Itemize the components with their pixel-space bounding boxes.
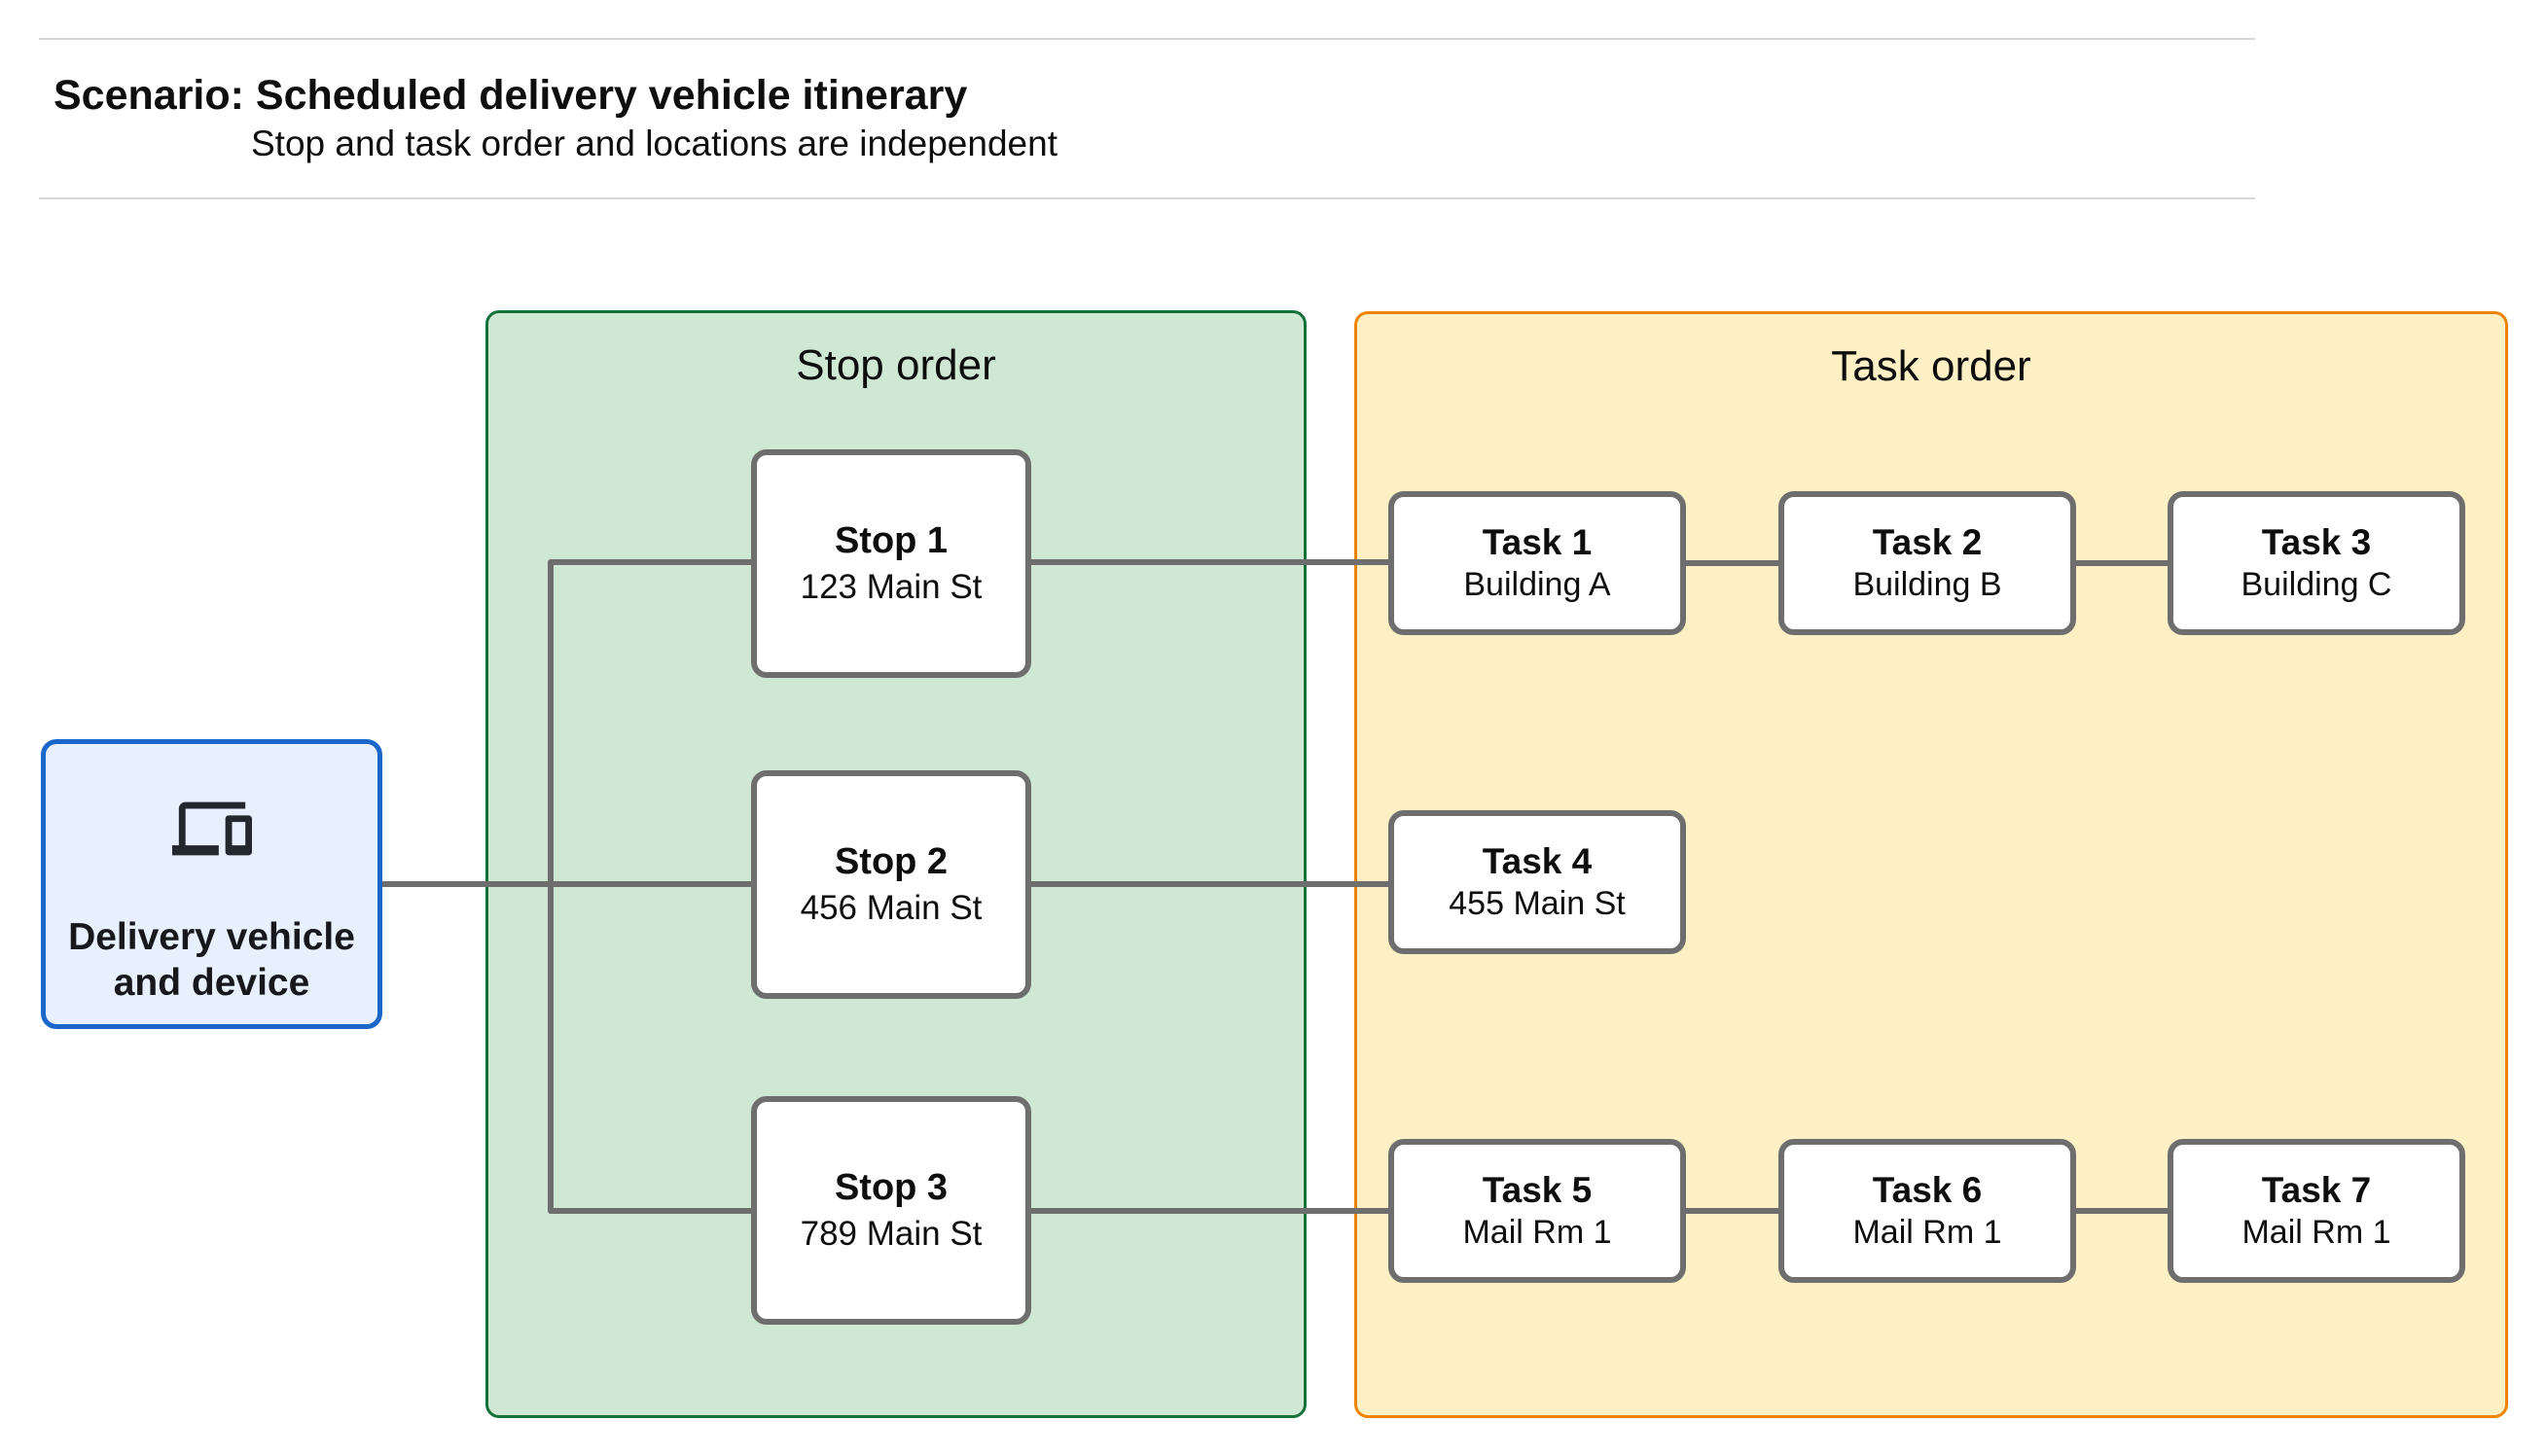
vehicle-label-line1: Delivery vehicle [68,916,355,958]
vehicle-label-line2: and device [113,961,310,1004]
task-7-node: Task 7 Mail Rm 1 [2168,1139,2465,1283]
task-6-location: Mail Rm 1 [1852,1213,2002,1251]
task-5-node: Task 5 Mail Rm 1 [1388,1139,1686,1283]
task-order-panel-title: Task order [1831,342,2031,390]
devices-icon [171,801,252,856]
stop-1-node: Stop 1 123 Main St [751,449,1031,678]
stop-3-location: 789 Main St [800,1214,983,1253]
stop-1-location: 123 Main St [800,567,983,606]
stop-1-title: Stop 1 [834,519,949,561]
task-7-title: Task 7 [2261,1169,2372,1210]
stop-3-node: Stop 3 789 Main St [751,1096,1031,1325]
task-6-node: Task 6 Mail Rm 1 [1778,1139,2076,1283]
task-3-node: Task 3 Building C [2168,491,2465,635]
task-2-node: Task 2 Building B [1778,491,2076,635]
header-divider-bottom [39,197,2255,199]
stop-3-title: Stop 3 [834,1166,949,1208]
stop-2-title: Stop 2 [834,840,949,882]
task-4-title: Task 4 [1482,840,1593,881]
task-5-location: Mail Rm 1 [1462,1213,1612,1251]
task-1-title: Task 1 [1482,521,1593,562]
page-title: Scenario: Scheduled delivery vehicle iti… [54,72,968,119]
vehicle-label: Delivery vehicle and device [68,915,355,1007]
task-3-location: Building C [2241,565,2392,603]
task-4-location: 455 Main St [1449,884,1626,922]
connector-branch-stops [548,559,751,1214]
stop-2-location: 456 Main St [800,888,983,927]
task-4-node: Task 4 455 Main St [1388,810,1686,954]
task-2-location: Building B [1852,565,2002,603]
task-6-title: Task 6 [1872,1169,1983,1210]
task-2-title: Task 2 [1872,521,1983,562]
task-1-location: Building A [1463,565,1611,603]
stop-order-panel-title: Stop order [796,341,996,389]
task-7-location: Mail Rm 1 [2241,1213,2391,1251]
stop-2-node: Stop 2 456 Main St [751,770,1031,999]
page-subtitle: Stop and task order and locations are in… [251,124,1058,163]
header-divider-top [39,38,2255,40]
delivery-vehicle-node: Delivery vehicle and device [41,739,382,1029]
task-1-node: Task 1 Building A [1388,491,1686,635]
task-5-title: Task 5 [1482,1169,1593,1210]
task-3-title: Task 3 [2261,521,2372,562]
